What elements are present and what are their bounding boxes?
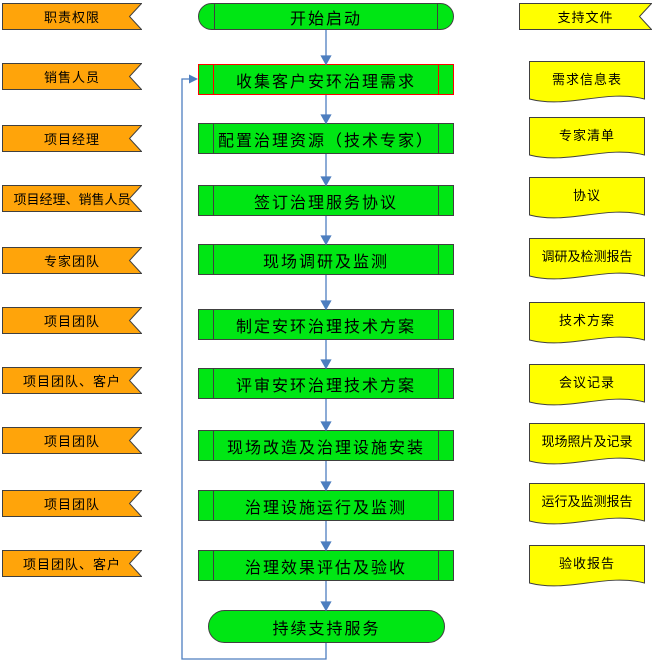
process-step: 评审安环治理技术方案 (198, 368, 454, 399)
document-label: 需求信息表 (551, 72, 622, 88)
role-banner: 项目经理 (2, 125, 142, 152)
feedback-loop-arrow (181, 74, 327, 660)
role-banner: 职责权限 (2, 3, 142, 30)
role-banner: 项目团队、客户 (2, 550, 142, 577)
process-step: 现场改造及治理设施安装 (198, 430, 454, 461)
step-label: 评审安环治理技术方案 (235, 375, 416, 395)
step-label: 治理效果评估及验收 (244, 557, 407, 577)
document-shape: 调研及检测报告 (529, 238, 645, 282)
document-label: 调研及检测报告 (541, 249, 633, 265)
support-doc-banner: 支持文件 (519, 3, 652, 30)
role-label: 项目团队 (43, 315, 100, 330)
document-label: 专家清单 (558, 128, 615, 144)
role-label: 专家团队 (43, 255, 100, 270)
document-shape: 技术方案 (529, 302, 645, 346)
process-step-highlighted: 收集客户安环治理需求 (198, 64, 454, 95)
document-label: 运行及监测报告 (541, 494, 633, 510)
document-shape: 运行及监测报告 (529, 483, 645, 527)
role-label: 项目团队 (43, 498, 100, 513)
document-label: 现场照片及记录 (541, 434, 633, 450)
start-label: 开始启动 (289, 8, 362, 28)
process-step: 配置治理资源（技术专家） (198, 123, 454, 154)
role-label: 项目经理 (43, 133, 100, 148)
start-terminator: 开始启动 (198, 3, 454, 30)
document-label: 技术方案 (558, 313, 615, 329)
document-shape: 会议记录 (529, 364, 645, 408)
role-label: 项目经理、销售人员 (13, 193, 131, 208)
step-label: 现场调研及监测 (262, 251, 389, 271)
step-label: 签订治理服务协议 (253, 192, 398, 212)
support-doc-label: 支持文件 (557, 11, 614, 26)
document-label: 会议记录 (558, 375, 615, 391)
process-step: 签订治理服务协议 (198, 185, 454, 216)
role-banner: 专家团队 (2, 247, 142, 274)
document-label: 协议 (572, 188, 601, 204)
step-label: 配置治理资源（技术专家） (217, 130, 434, 150)
end-terminator: 持续支持服务 (208, 610, 445, 643)
role-banner: 项目经理、销售人员 (2, 185, 142, 212)
role-label: 项目团队 (43, 435, 100, 450)
document-shape: 验收报告 (529, 545, 645, 589)
role-banner: 项目团队、客户 (2, 367, 142, 394)
role-label: 项目团队、客户 (22, 558, 121, 573)
process-step: 现场调研及监测 (198, 244, 454, 275)
role-label: 职责权限 (43, 11, 100, 26)
role-label: 项目团队、客户 (22, 375, 121, 390)
role-banner: 项目团队 (2, 307, 142, 334)
role-label: 销售人员 (43, 71, 100, 86)
step-label: 现场改造及治理设施安装 (226, 437, 425, 457)
step-label: 治理设施运行及监测 (244, 497, 407, 517)
document-shape: 协议 (529, 177, 645, 221)
document-shape: 专家清单 (529, 117, 645, 161)
process-step: 治理效果评估及验收 (198, 550, 454, 581)
document-shape: 现场照片及记录 (529, 423, 645, 467)
role-banner: 销售人员 (2, 63, 142, 90)
document-label: 验收报告 (558, 556, 615, 572)
document-shape: 需求信息表 (529, 61, 645, 105)
process-step: 制定安环治理技术方案 (198, 309, 454, 340)
step-label: 制定安环治理技术方案 (235, 316, 416, 336)
process-step: 治理设施运行及监测 (198, 490, 454, 521)
end-label: 持续支持服务 (272, 618, 381, 638)
role-banner: 项目团队 (2, 427, 142, 454)
role-banner: 项目团队 (2, 490, 142, 517)
step-label: 收集客户安环治理需求 (235, 71, 416, 91)
